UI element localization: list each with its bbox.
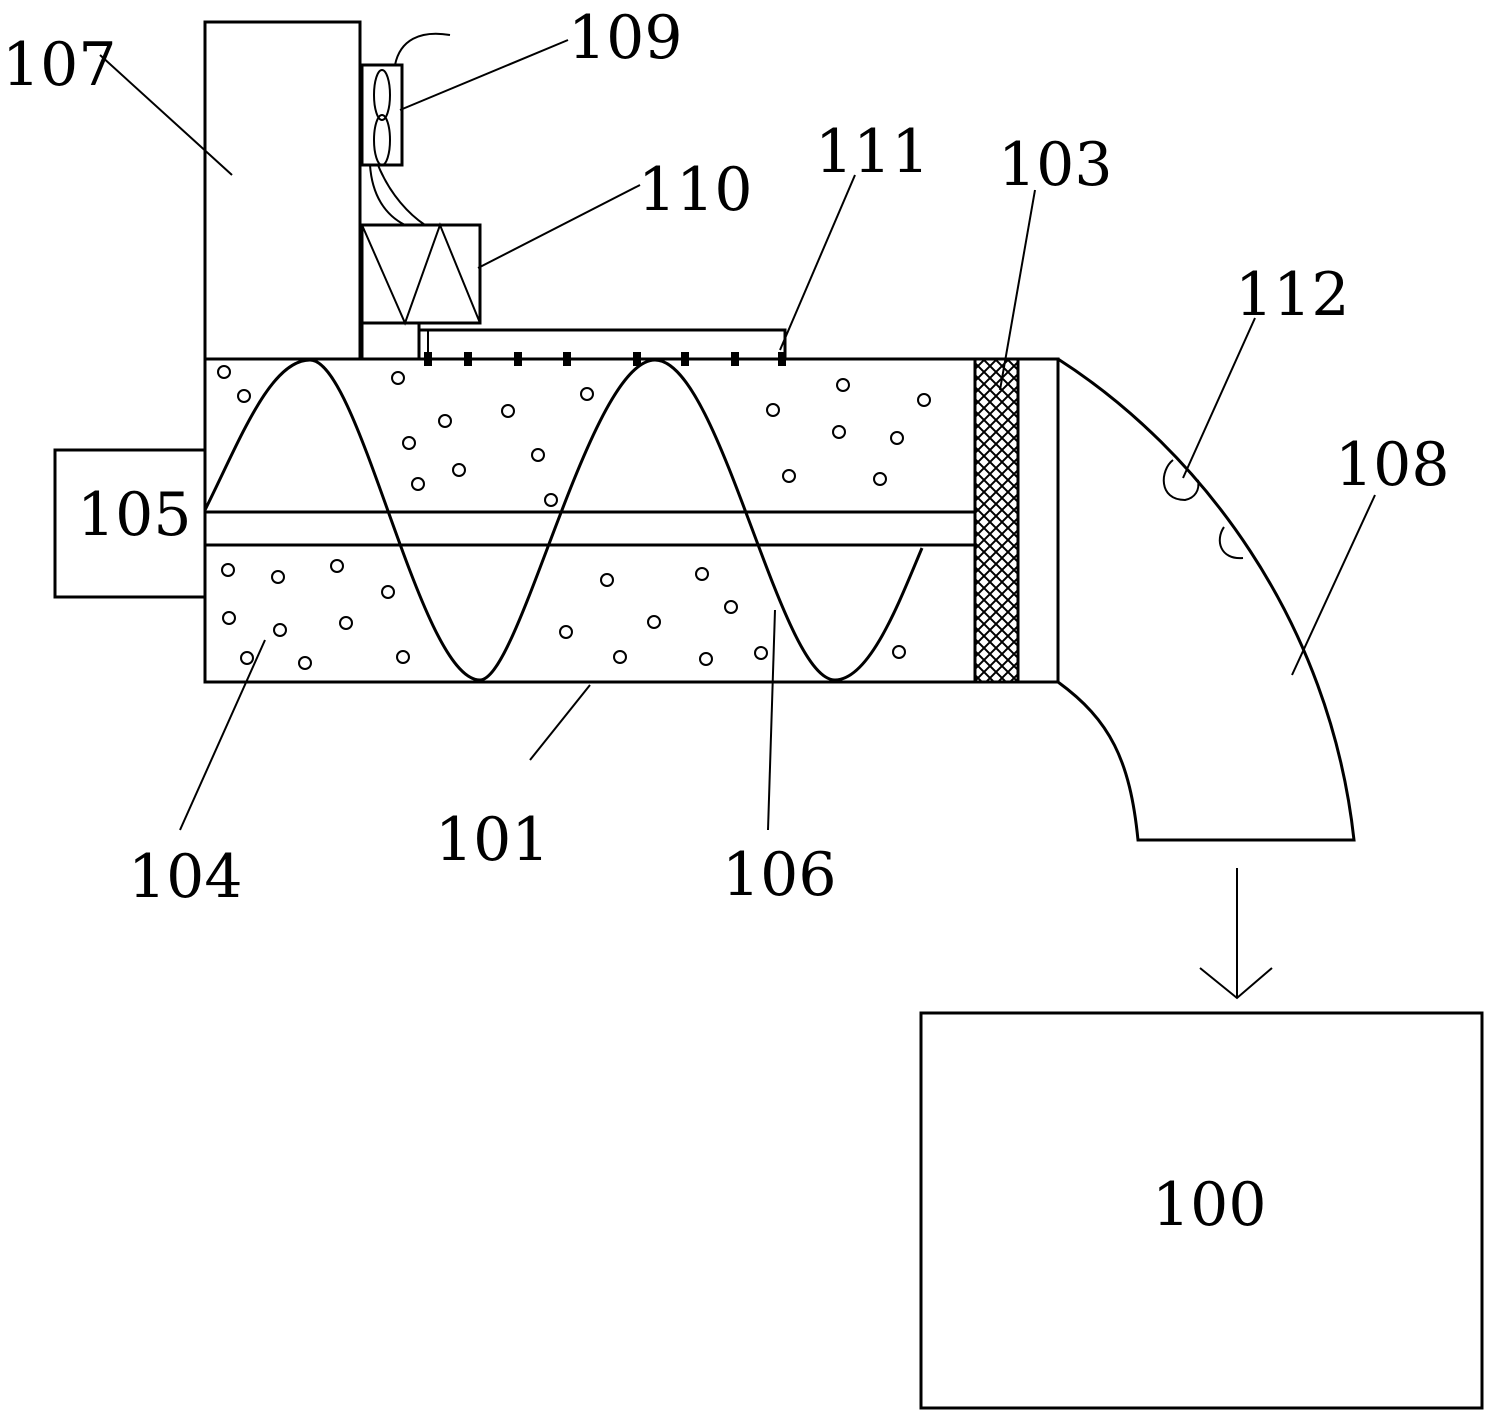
component-101-barrel: [203, 357, 1060, 684]
particle: [613, 650, 627, 664]
particle: [782, 469, 796, 483]
label-105: 105: [77, 480, 192, 550]
particle: [832, 425, 846, 439]
particle: [890, 431, 904, 445]
particle: [917, 393, 931, 407]
component-107-housing: [203, 20, 362, 361]
particle: [766, 403, 780, 417]
connecting-hoses: [369, 164, 426, 226]
label-111: 111: [815, 117, 930, 187]
mounting-base: [360, 321, 421, 361]
particle: [217, 365, 231, 379]
particle: [438, 414, 452, 428]
component-109-fan: [360, 32, 451, 167]
label-109: 109: [568, 3, 683, 73]
particle: [873, 472, 887, 486]
component-110-box: [360, 222, 482, 326]
labels: 107 109 110 111 103 112 108 105 101 106 …: [2, 3, 1450, 1240]
component-111-spray-manifold: [419, 328, 787, 366]
particle: [402, 436, 416, 450]
particle: [221, 563, 235, 577]
particle: [339, 616, 353, 630]
component-112-bumps: [1162, 459, 1244, 560]
particle: [391, 371, 405, 385]
particle: [330, 559, 344, 573]
component-103-screen: [973, 357, 1020, 684]
particle: [647, 615, 661, 629]
particle: [699, 652, 713, 666]
component-108-outlet-elbow: [1057, 357, 1356, 842]
particle: [271, 570, 285, 584]
flow-arrow: [1199, 868, 1273, 1000]
label-106: 106: [722, 840, 837, 910]
particle: [559, 625, 573, 639]
particle: [381, 585, 395, 599]
particle: [298, 656, 312, 670]
label-110: 110: [638, 155, 753, 225]
particle: [754, 646, 768, 660]
particle: [222, 611, 236, 625]
label-100: 100: [1152, 1170, 1267, 1240]
particle: [237, 389, 251, 403]
component-100-box: [919, 1011, 1484, 1410]
particle: [724, 600, 738, 614]
particle: [580, 387, 594, 401]
particle: [411, 477, 425, 491]
screw-shaft: [203, 510, 977, 547]
label-103: 103: [998, 130, 1113, 200]
particle: [396, 650, 410, 664]
particle: [240, 651, 254, 665]
label-112: 112: [1235, 260, 1350, 330]
particle: [600, 573, 614, 587]
particle: [544, 493, 558, 507]
label-101: 101: [435, 805, 550, 875]
component-105-motor: [53, 448, 207, 599]
particle: [892, 645, 906, 659]
particle: [452, 463, 466, 477]
particle: [501, 404, 515, 418]
component-104-particles: [217, 365, 931, 670]
particle: [273, 623, 287, 637]
component-106-screw-helix: [203, 358, 924, 682]
particle: [695, 567, 709, 581]
label-104: 104: [128, 842, 243, 912]
leader-lines: [99, 39, 1376, 831]
label-108: 108: [1335, 430, 1450, 500]
particle: [531, 448, 545, 462]
particle: [836, 378, 850, 392]
label-107: 107: [2, 30, 117, 100]
